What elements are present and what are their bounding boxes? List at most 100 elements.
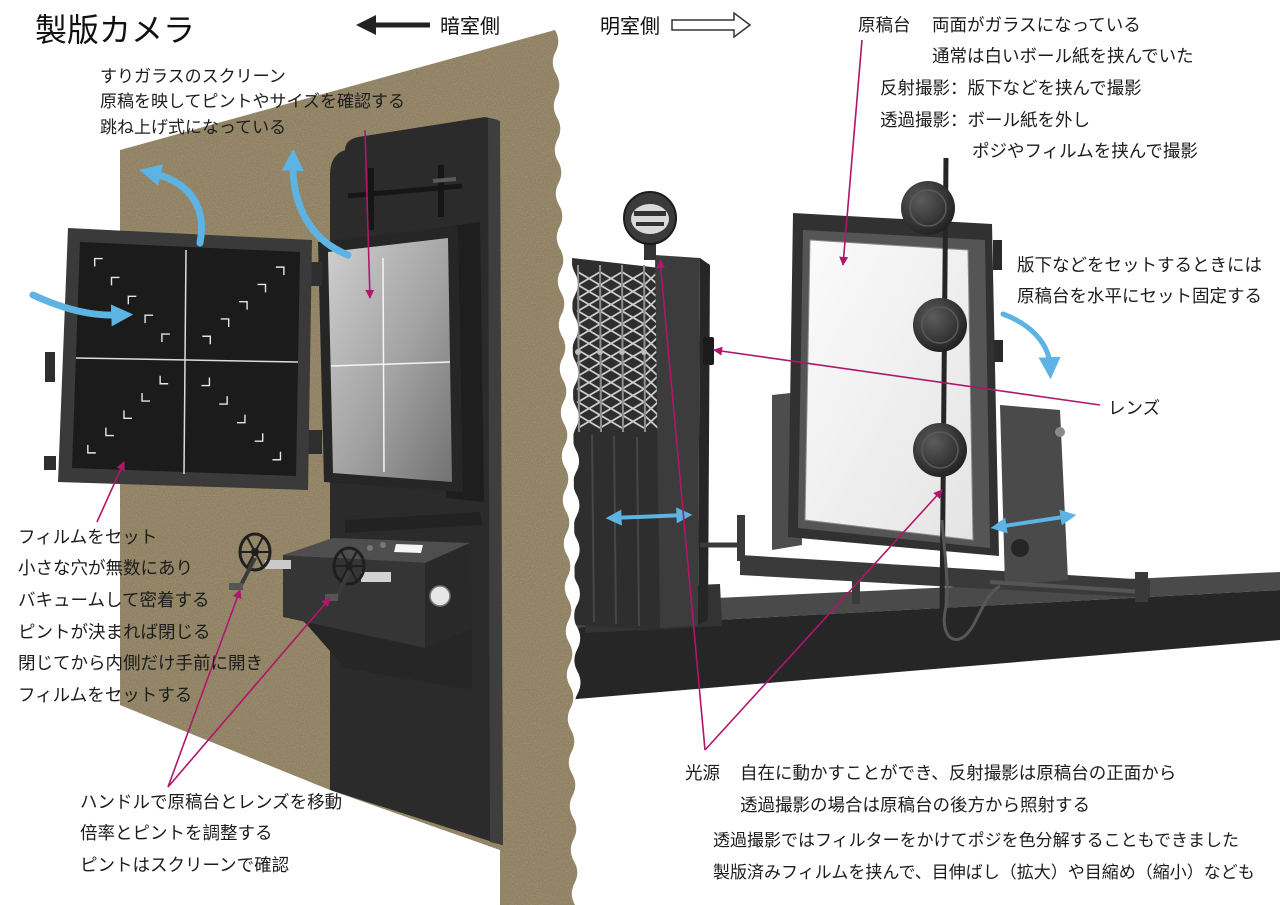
- copy-light: [913, 298, 967, 352]
- bellows-rod: [599, 264, 602, 433]
- screen-lift-arrow: [281, 148, 352, 259]
- register-mark: [220, 318, 230, 327]
- annotation-line: 反射撮影：版下などを挟んで撮影: [880, 79, 1142, 99]
- copy-light-assembly: [901, 157, 1001, 641]
- bellows-rod: [621, 264, 624, 433]
- register-mark: [275, 266, 285, 276]
- copyboard: [788, 213, 1003, 556]
- copyboard-bracket: [852, 405, 1148, 604]
- annotation-line: バキュームして密着する: [18, 591, 209, 611]
- film-leader-line: [96, 461, 125, 523]
- screen-crosshair-vertical: [382, 257, 385, 473]
- bellows-pleat: [591, 434, 595, 623]
- lens-leader-line: [713, 346, 1101, 406]
- annotation-line: ハンドルで原稿台とレンズを移動: [80, 793, 342, 813]
- light-source-lamp: [623, 191, 677, 260]
- film-holder-latch: [45, 352, 55, 382]
- bellows-pivot: [619, 349, 625, 355]
- register-mark: [257, 283, 267, 293]
- focus-handwheel: [229, 532, 291, 590]
- annotation-line: フィルムをセット: [18, 528, 157, 548]
- annotation-line: 通常は白いボール紙を挟んでいた: [932, 47, 1194, 67]
- note-line: 製版済みフィルムを挟んで、目伸ばし（拡大）や目縮め（縮小）なども: [713, 863, 1255, 883]
- film-crosshair-vertical: [183, 249, 187, 475]
- annotation-line: 跳ね上げ式になっている: [100, 118, 286, 138]
- darkroom-arrow: [356, 15, 430, 35]
- copyboard-tilt-arrow: [1000, 311, 1061, 380]
- annotation-line: フィルムをセットする: [18, 686, 192, 706]
- hinge: [308, 262, 322, 454]
- register-mark: [93, 257, 103, 267]
- lens-standard: [655, 255, 745, 628]
- register-mark: [239, 300, 248, 310]
- register-mark: [219, 396, 228, 405]
- copyboard-annotation: 原稿台 両面がガラスになっている 通常は白いボール紙を挟んでいた 反射撮影：版下…: [858, 16, 1198, 162]
- annotation-line: 自在に動かすことができ、反射撮影は原稿台の正面から: [740, 764, 1176, 784]
- lens: [703, 337, 714, 365]
- lightroom-arrow: [671, 11, 752, 39]
- film-holder-open-arrow: [139, 164, 205, 247]
- annotation-line: 透過撮影：ボール紙を外し: [880, 111, 1090, 131]
- light-cable: [940, 519, 1001, 641]
- light-source-label: 光源: [685, 764, 720, 784]
- register-mark: [161, 333, 170, 343]
- magnification-handwheel: [325, 546, 391, 601]
- register-mark: [105, 427, 114, 437]
- control-box-top: [283, 538, 470, 563]
- bellows-pivot: [641, 349, 647, 355]
- annotation-line: ポジやフィルムを挟んで撮影: [972, 142, 1198, 162]
- control-button: [380, 542, 386, 548]
- bellows-rod: [643, 264, 646, 433]
- register-mark: [110, 276, 120, 286]
- film-holder-clip: [44, 456, 56, 470]
- screen-crosshair-horizontal: [330, 361, 451, 367]
- annotation-line: 透過撮影の場合は原稿台の後方から照射する: [740, 796, 1090, 816]
- register-mark: [201, 377, 211, 387]
- register-marks: [87, 257, 285, 461]
- handle-leader-line: [167, 597, 331, 788]
- darkroom-side-label: 暗室側: [440, 14, 500, 38]
- copy-light: [901, 181, 955, 235]
- copyboard-tilt-annotation: 版下などをセットするときには 原稿台を水平にセット固定する: [1017, 256, 1262, 307]
- bellows-pivot: [597, 349, 603, 355]
- annotation-line: ピントが決まれば閉じる: [18, 623, 211, 643]
- annotation-line: 原稿を映してピントやサイズを確認する: [100, 92, 405, 112]
- control-chute: [300, 617, 472, 690]
- register-mark: [144, 314, 154, 324]
- annotation-line: 原稿台を水平にセット固定する: [1017, 287, 1262, 307]
- bellows-move-arrow: [605, 507, 693, 526]
- light-source-leader-line: [704, 489, 943, 751]
- ground-glass-screen: [318, 226, 463, 492]
- annotation-line: 倍率とピントを調整する: [80, 824, 273, 844]
- register-mark: [202, 335, 212, 345]
- notes: 透過撮影ではフィルターをかけてポジを色分解することもできました 製版済みフィルム…: [713, 831, 1255, 883]
- screen-leader-line: [364, 129, 375, 299]
- control-button: [367, 545, 373, 551]
- control-knob: [429, 585, 451, 607]
- film-holder: [44, 228, 312, 490]
- annotation-line: すりガラスのスクリーン: [100, 67, 286, 87]
- bellows: [572, 258, 665, 630]
- annotation-line: 閉じてから内側だけ手前に開き: [18, 654, 263, 674]
- register-mark: [141, 393, 151, 402]
- copyboard-label: 原稿台: [858, 16, 911, 36]
- copyboard-clip: [994, 340, 1003, 362]
- light-source-annotation: 光源 自在に動かすことができ、反射撮影は原稿台の正面から 透過撮影の場合は原稿台…: [685, 764, 1176, 816]
- register-mark: [159, 375, 169, 385]
- screen-glass: [328, 238, 452, 482]
- register-mark: [236, 414, 246, 424]
- annotation-line: 両面がガラスになっている: [932, 16, 1141, 36]
- register-mark: [254, 433, 264, 442]
- bellows-pivot: [575, 349, 581, 355]
- copyboard-leader-line: [839, 39, 863, 266]
- copy-light: [913, 423, 967, 477]
- register-mark: [127, 295, 137, 305]
- light-source-leader-line: [656, 259, 706, 751]
- lightroom-side-label: 明室側: [600, 14, 660, 38]
- film-annotation: フィルムをセット 小さな穴が無数にあり バキュームして密着する ピントが決まれば…: [18, 528, 263, 706]
- bellows-rod: [577, 264, 580, 433]
- register-mark: [87, 444, 96, 454]
- note-line: 透過撮影ではフィルターをかけてポジを色分解することもできました: [713, 831, 1239, 851]
- screen-annotation: すりガラスのスクリーン 原稿を映してピントやサイズを確認する 跳ね上げ式になって…: [100, 67, 405, 138]
